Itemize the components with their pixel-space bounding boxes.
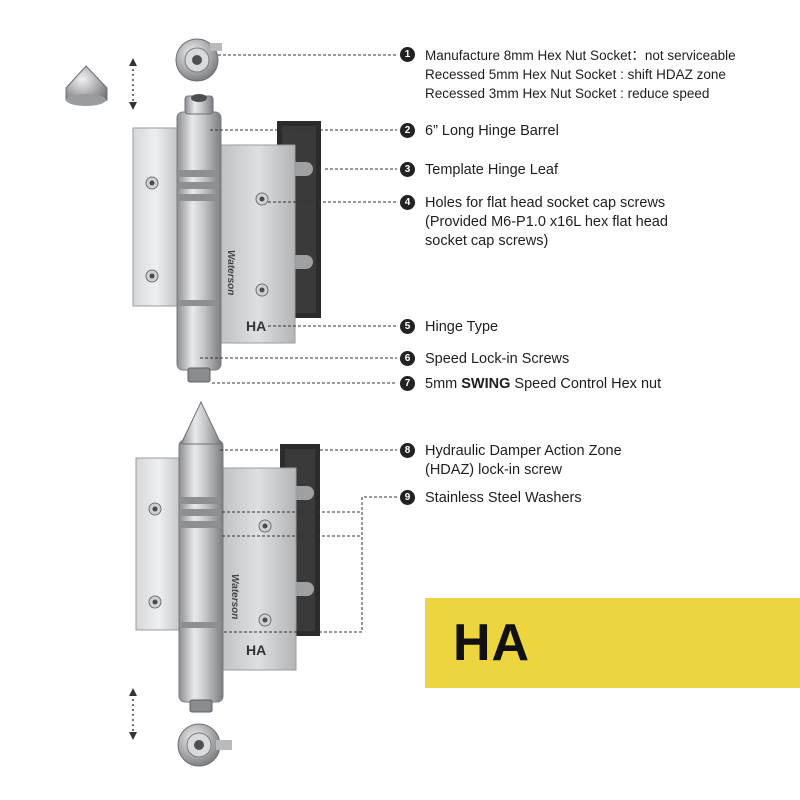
callout-9: 9 Stainless Steel Washers	[400, 489, 582, 508]
callout-text: Recessed 5mm Hex Nut Socket : shift HDAZ…	[425, 67, 726, 82]
callout-text: (Provided M6-P1.0 x16L hex flat head	[425, 214, 668, 230]
callout-text: Speed Lock-in Screws	[425, 351, 570, 367]
callout-number-badge: 1	[400, 47, 415, 62]
callout-text: Hinge Type	[425, 319, 499, 335]
callout-text: Recessed 3mm Hex Nut Socket : reduce spe…	[425, 86, 710, 101]
callout-number-badge: 9	[400, 490, 415, 505]
callout-4: 4 Holes for flat head socket cap screws …	[400, 194, 668, 251]
callout-text: Manufacture 8mm Hex Nut Socket：not servi…	[425, 48, 736, 63]
callout-3: 3 Template Hinge Leaf	[400, 161, 558, 180]
callout-2: 2 6” Long Hinge Barrel	[400, 122, 559, 141]
callout-7: 7 5mm SWING Speed Control Hex nut	[400, 375, 661, 394]
callout-1: 1 Manufacture 8mm Hex Nut Socket：not ser…	[400, 46, 736, 103]
swing-hex-nut-bottom	[189, 699, 213, 713]
hinge-type-label-bottom: HA	[246, 642, 267, 658]
pointed-cap-bottom	[180, 400, 222, 445]
leader-lines	[200, 54, 397, 633]
callout-6: 6 Speed Lock-in Screws	[400, 350, 569, 369]
callout-number-badge: 4	[400, 195, 415, 210]
hex-socket-detail-top-icon	[175, 38, 222, 82]
callout-text: 5mm SWING Speed Control Hex nut	[425, 376, 662, 392]
callout-text: Hydraulic Damper Action Zone	[425, 443, 622, 459]
callout-number-badge: 3	[400, 162, 415, 177]
callout-text: 6” Long Hinge Barrel	[425, 123, 559, 139]
swing-hex-nut-top	[187, 367, 211, 383]
template-hinge-leaf-bottom	[219, 467, 297, 671]
vertical-arrow-top-icon	[129, 58, 137, 110]
vertical-arrow-bottom-icon	[129, 688, 137, 740]
callout-8: 8 Hydraulic Damper Action Zone (HDAZ) lo…	[400, 442, 622, 480]
callout-5: 5 Hinge Type	[400, 318, 498, 337]
callout-number-badge: 5	[400, 319, 415, 334]
callout-number-badge: 7	[400, 376, 415, 391]
brand-logo-bottom: Waterson	[229, 574, 240, 620]
callout-text: socket cap screws)	[425, 233, 549, 249]
detached-cap-icon	[65, 65, 108, 106]
callout-text: Template Hinge Leaf	[425, 162, 558, 178]
callout-text: Stainless Steel Washers	[425, 490, 582, 506]
template-hinge-leaf-top	[219, 144, 296, 344]
hinge-barrel-top	[176, 111, 222, 371]
callout-number-badge: 8	[400, 443, 415, 458]
hinge-barrel-bottom	[178, 439, 224, 703]
callout-text: Holes for flat head socket cap screws	[425, 195, 666, 211]
hinge-type-label-top: HA	[246, 318, 267, 334]
hinge-type-banner: HA	[425, 598, 800, 688]
callout-number-badge: 2	[400, 123, 415, 138]
brand-logo-top: Waterson	[225, 250, 236, 296]
banner-text: HA	[453, 614, 531, 672]
callout-text: (HDAZ) lock-in screw	[425, 462, 562, 478]
bottom-hinge	[135, 400, 320, 713]
callout-number-badge: 6	[400, 351, 415, 366]
hex-socket-detail-bottom-icon	[177, 723, 232, 767]
top-hinge	[132, 94, 321, 383]
